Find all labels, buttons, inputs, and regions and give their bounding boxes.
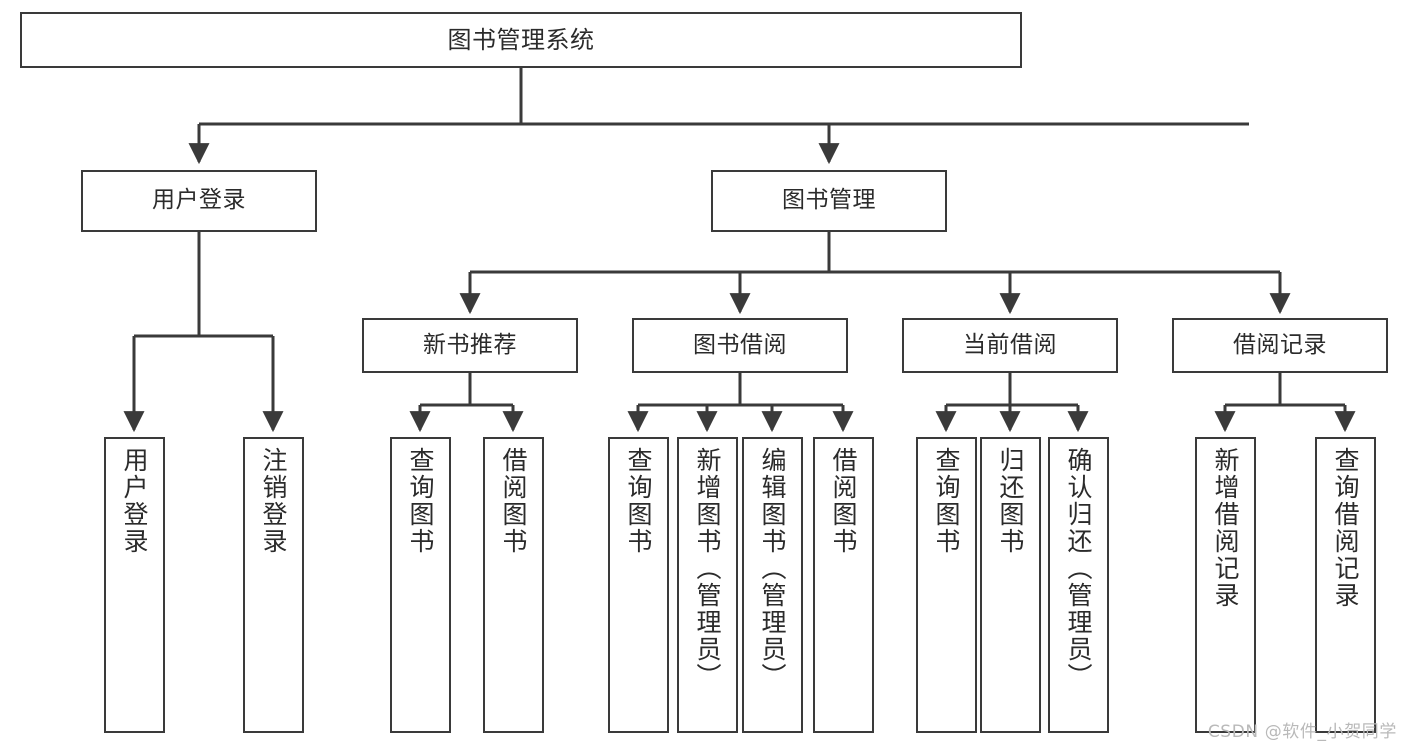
node-book-borrow-label: 图书借阅: [693, 331, 787, 358]
node-book-manage[interactable]: 图书管理: [711, 170, 947, 232]
node-user-login[interactable]: 用户登录: [81, 170, 317, 232]
node-book-borrow[interactable]: 图书借阅: [632, 318, 848, 373]
node-leaf-borrow-book-1[interactable]: 借阅图书: [483, 437, 544, 733]
node-user-login-label: 用户登录: [152, 187, 246, 214]
node-leaf-user-login-label: 用户登录: [120, 447, 149, 555]
node-leaf-query-book-2[interactable]: 查询图书: [608, 437, 669, 733]
node-leaf-query-book-3[interactable]: 查询图书: [916, 437, 977, 733]
node-book-manage-label: 图书管理: [782, 187, 876, 214]
node-leaf-return-book-label: 归还图书: [996, 447, 1025, 555]
node-leaf-user-login[interactable]: 用户登录: [104, 437, 165, 733]
node-leaf-confirm-return[interactable]: 确认归还（管理员）: [1048, 437, 1109, 733]
node-leaf-query-book-2-label: 查询图书: [624, 447, 653, 555]
node-current-borrow[interactable]: 当前借阅: [902, 318, 1118, 373]
node-leaf-confirm-return-label: 确认归还（管理员）: [1064, 447, 1093, 690]
node-leaf-edit-book-label: 编辑图书（管理员）: [758, 447, 787, 690]
node-root-label: 图书管理系统: [447, 25, 595, 54]
node-leaf-query-record-label: 查询借阅记录: [1331, 447, 1360, 609]
node-leaf-add-record[interactable]: 新增借阅记录: [1195, 437, 1256, 733]
node-leaf-borrow-book-2[interactable]: 借阅图书: [813, 437, 874, 733]
node-new-book-rec-label: 新书推荐: [423, 331, 517, 358]
node-leaf-query-record[interactable]: 查询借阅记录: [1315, 437, 1376, 733]
node-leaf-return-book[interactable]: 归还图书: [980, 437, 1041, 733]
node-leaf-query-book-1[interactable]: 查询图书: [390, 437, 451, 733]
watermark-text: CSDN @软件_小贺同学: [1207, 722, 1397, 742]
node-leaf-query-book-3-label: 查询图书: [932, 447, 961, 555]
node-leaf-logout[interactable]: 注销登录: [243, 437, 304, 733]
node-leaf-edit-book[interactable]: 编辑图书（管理员）: [742, 437, 803, 733]
node-current-borrow-label: 当前借阅: [963, 331, 1057, 358]
node-root[interactable]: 图书管理系统: [20, 12, 1022, 68]
node-leaf-borrow-book-2-label: 借阅图书: [829, 447, 858, 555]
node-leaf-logout-label: 注销登录: [259, 447, 288, 555]
node-leaf-add-record-label: 新增借阅记录: [1211, 447, 1240, 609]
node-leaf-add-book-label: 新增图书（管理员）: [693, 447, 722, 690]
node-borrow-record-label: 借阅记录: [1233, 331, 1327, 358]
node-new-book-rec[interactable]: 新书推荐: [362, 318, 578, 373]
node-leaf-add-book[interactable]: 新增图书（管理员）: [677, 437, 738, 733]
node-leaf-query-book-1-label: 查询图书: [406, 447, 435, 555]
node-borrow-record[interactable]: 借阅记录: [1172, 318, 1388, 373]
node-leaf-borrow-book-1-label: 借阅图书: [499, 447, 528, 555]
